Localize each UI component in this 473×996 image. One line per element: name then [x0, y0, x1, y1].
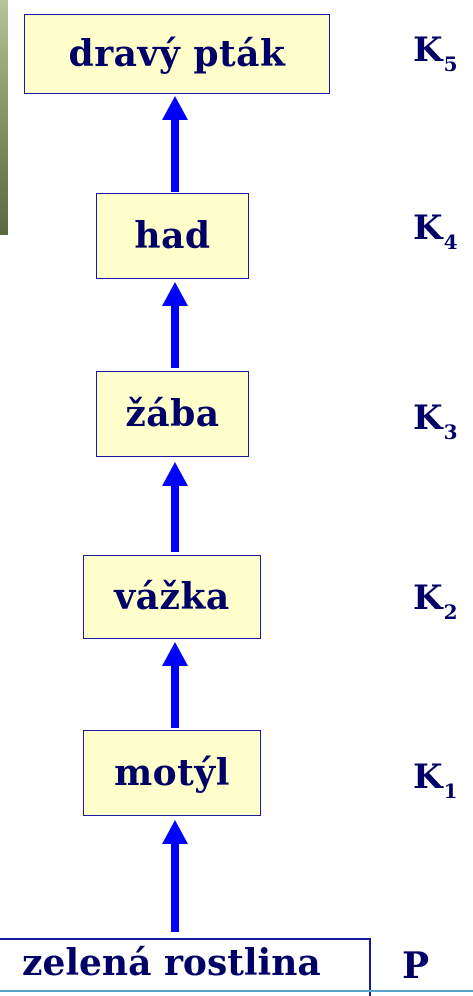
level-label-k5: K5 [413, 30, 458, 76]
corner-photo-strip [0, 0, 8, 235]
organism-box-dravy-ptak: dravý pták [24, 14, 330, 94]
organism-box-had: had [96, 193, 249, 279]
producer-row-divider [369, 938, 371, 996]
organism-box-zaba: žába [96, 371, 249, 457]
producer-row-border [0, 938, 370, 940]
producer-label: zelená rostlina [22, 942, 321, 984]
organism-label: vážka [114, 576, 230, 618]
organism-label: motýl [114, 752, 230, 794]
organism-box-motyl: motýl [83, 730, 261, 816]
slide-bottom-line [0, 990, 473, 992]
arrow-up-icon [162, 642, 188, 728]
organism-label: had [134, 215, 211, 257]
level-label-k2: K2 [413, 578, 458, 624]
level-label-k1: K1 [413, 757, 458, 803]
organism-label: dravý pták [68, 33, 286, 75]
producer-level-label: P [402, 945, 430, 987]
organism-box-vazka: vážka [83, 555, 261, 639]
organism-label: žába [125, 393, 220, 435]
arrow-up-icon [162, 820, 188, 932]
level-label-k3: K3 [413, 398, 458, 444]
arrow-up-icon [162, 96, 188, 192]
level-label-k4: K4 [413, 208, 458, 254]
arrow-up-icon [162, 282, 188, 368]
arrow-up-icon [162, 462, 188, 552]
